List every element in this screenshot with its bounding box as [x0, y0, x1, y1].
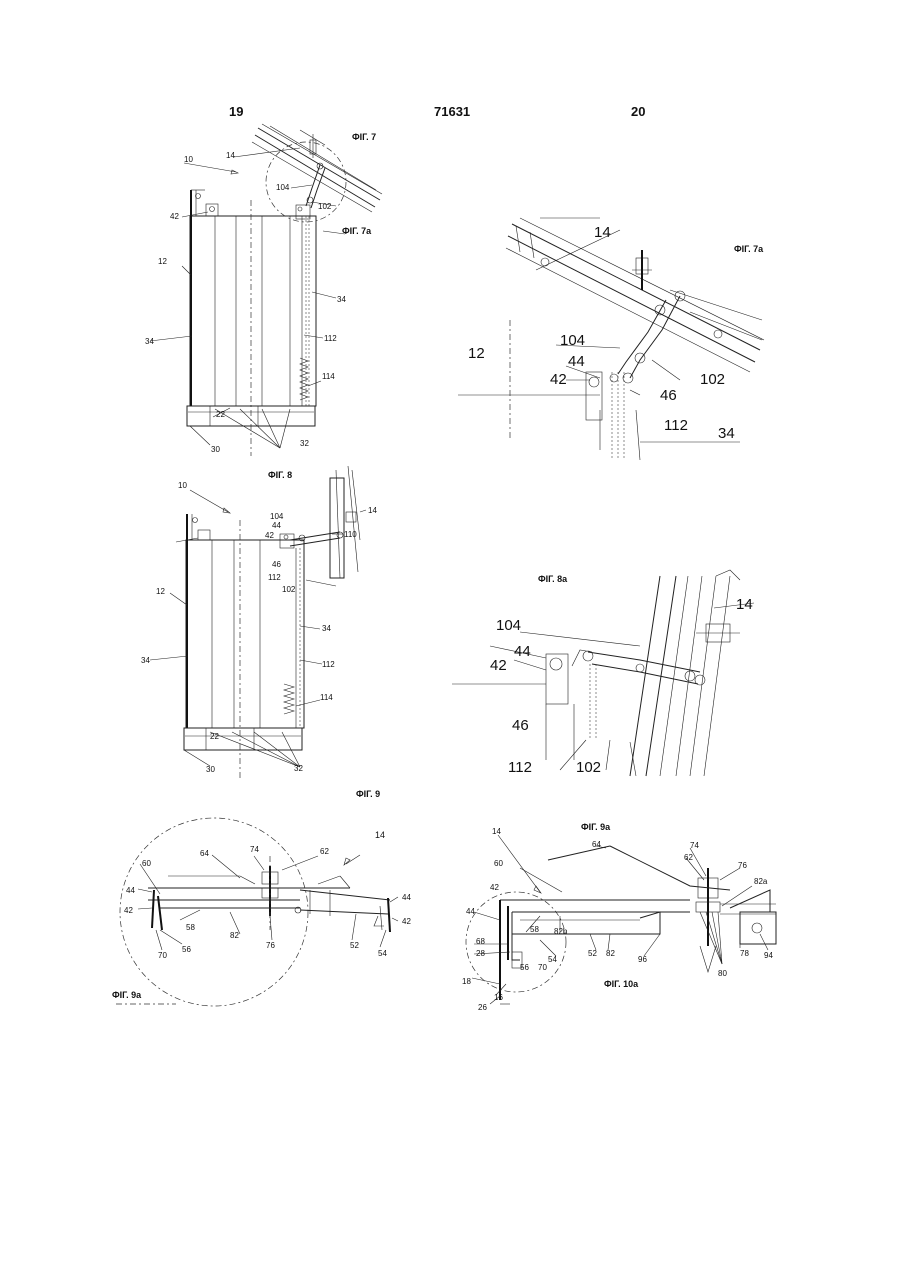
label-112: 112: [508, 759, 532, 776]
label-68: 68: [476, 937, 485, 946]
label-76: 76: [266, 941, 275, 950]
label-104: 104: [276, 183, 290, 192]
label-44-left: 44: [126, 886, 135, 895]
label-46: 46: [512, 717, 529, 734]
label-60: 60: [142, 859, 151, 868]
label-42-right: 42: [265, 531, 274, 540]
label-18: 18: [462, 977, 471, 986]
label-30: 30: [206, 765, 215, 774]
label-62: 62: [320, 847, 329, 856]
label-110: 110: [344, 530, 357, 539]
label-104: 104: [560, 332, 585, 349]
label-82a: 82a: [754, 877, 768, 886]
label-52: 52: [350, 941, 359, 950]
label-14: 14: [736, 596, 753, 613]
label-80: 80: [718, 969, 727, 978]
label-96: 96: [638, 955, 647, 964]
label-112-top: 112: [268, 573, 281, 582]
label-54: 54: [548, 955, 557, 964]
label-42: 42: [490, 883, 499, 892]
label-34-right: 34: [337, 295, 346, 304]
figure-9-drawing: 14 64 74 62 60 44 42 58 82 56 70 76 52 5…: [116, 818, 411, 1006]
label-30: 30: [211, 445, 220, 454]
label-46: 46: [660, 387, 677, 404]
label-82: 82: [606, 949, 615, 958]
label-34-left: 34: [145, 337, 154, 346]
label-60: 60: [494, 859, 503, 868]
label-112-bottom: 112: [322, 660, 335, 669]
label-12: 12: [156, 587, 165, 596]
label-34: 34: [718, 425, 735, 442]
label-62: 62: [684, 853, 693, 862]
label-104: 104: [496, 617, 521, 634]
label-114: 114: [320, 693, 333, 702]
label-112: 112: [664, 417, 688, 434]
label-12: 12: [158, 257, 167, 266]
label-42: 42: [550, 371, 567, 388]
label-102: 102: [576, 759, 601, 776]
label-22: 22: [216, 410, 225, 419]
label-14: 14: [226, 151, 235, 160]
label-42-right: 42: [402, 917, 411, 926]
label-70: 70: [158, 951, 167, 960]
label-44: 44: [466, 907, 475, 916]
label-26: 26: [478, 1003, 487, 1012]
label-102: 102: [700, 371, 725, 388]
label-102: 102: [282, 585, 296, 594]
label-70: 70: [538, 963, 547, 972]
label-44-right: 44: [402, 893, 411, 902]
label-32: 32: [300, 439, 309, 448]
label-44: 44: [272, 521, 281, 530]
label-94: 94: [764, 951, 773, 960]
label-56: 56: [520, 963, 529, 972]
label-74: 74: [690, 841, 699, 850]
label-44: 44: [514, 643, 531, 660]
label-78: 78: [740, 949, 749, 958]
label-10: 10: [178, 481, 187, 490]
figure-7-drawing: 10 14 104 102 42 12 34 34 112 114 22 30 …: [145, 124, 382, 456]
label-104: 104: [270, 512, 284, 521]
label-58: 58: [530, 925, 539, 934]
label-112: 112: [324, 334, 337, 343]
figure-9a-drawing: 14 64 74 76 62 60 82a 42 44 58 82b 68 28…: [462, 827, 776, 1012]
label-14: 14: [594, 224, 611, 241]
label-14: 14: [492, 827, 501, 836]
label-42-left: 42: [124, 906, 133, 915]
label-46: 46: [272, 560, 281, 569]
label-10: 10: [184, 155, 193, 164]
label-32: 32: [294, 764, 303, 773]
label-42: 42: [490, 657, 507, 674]
label-34-right: 34: [322, 624, 331, 633]
label-64: 64: [200, 849, 209, 858]
label-56: 56: [182, 945, 191, 954]
figure-8a-drawing: 14 104 44 42 46 112 102: [452, 570, 754, 776]
label-64: 64: [592, 840, 601, 849]
label-28: 28: [476, 949, 485, 958]
label-14: 14: [375, 830, 385, 840]
label-82: 82: [230, 931, 239, 940]
label-82b: 82b: [554, 927, 568, 936]
label-102: 102: [318, 202, 332, 211]
label-58: 58: [186, 923, 195, 932]
label-14: 14: [368, 506, 377, 515]
label-42: 42: [170, 212, 179, 221]
label-114: 114: [322, 372, 335, 381]
label-52: 52: [588, 949, 597, 958]
label-22: 22: [210, 732, 219, 741]
figure-8-drawing: 10 14 104 44 42 110 46 112 102 12 34 34 …: [141, 466, 377, 780]
label-12: 12: [468, 345, 485, 362]
label-76: 76: [738, 861, 747, 870]
label-54: 54: [378, 949, 387, 958]
label-34-left: 34: [141, 656, 150, 665]
label-16: 16: [494, 993, 503, 1002]
label-44: 44: [568, 353, 585, 370]
figure-7a-drawing: 14 104 12 44 42 46 102 112 34: [458, 218, 764, 460]
label-74: 74: [250, 845, 259, 854]
